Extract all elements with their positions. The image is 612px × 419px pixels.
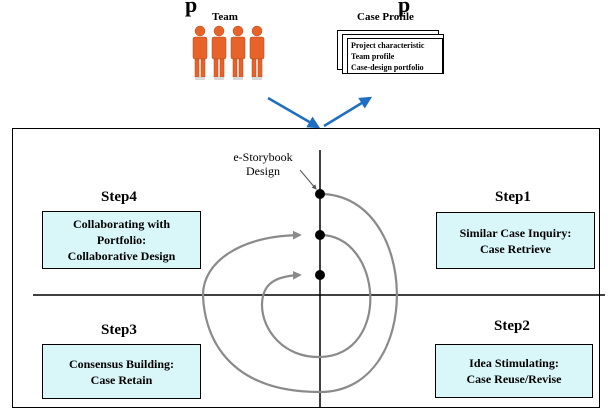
document-front-sheet: Project characteristic Team profile Case… bbox=[347, 38, 443, 74]
step3-label: Step3 bbox=[101, 322, 137, 338]
step1-box: Similar Case Inquiry: Case Retrieve bbox=[436, 212, 595, 269]
step2-text-line: Idea Stimulating: bbox=[469, 356, 559, 370]
case-profile-item: Project characteristic bbox=[351, 41, 425, 50]
annotation-line: e-Storybook bbox=[233, 150, 293, 164]
step2-label: Step2 bbox=[494, 318, 530, 334]
cycle-frame bbox=[12, 128, 600, 408]
step3-box: Consensus Building: Case Retain bbox=[42, 344, 201, 399]
partial-title-left: p bbox=[185, 0, 198, 17]
case-profile-item: Case-design portfolio bbox=[351, 63, 424, 72]
step3-text-line: Consensus Building: bbox=[68, 356, 175, 371]
step1-text-line: Case Retrieve bbox=[480, 241, 551, 256]
spiral-outer-loop bbox=[201, 192, 398, 394]
step3-text-line: Case Retain bbox=[90, 372, 153, 387]
arrow-out-of-cycle bbox=[323, 96, 373, 128]
step4-text-line: Portfolio: bbox=[96, 233, 147, 247]
case-profile-item: Team profile bbox=[351, 52, 395, 61]
step2-text-line: Case Reuse/Revise bbox=[466, 372, 562, 386]
node-middle bbox=[315, 230, 325, 240]
team-figures-icon bbox=[190, 25, 268, 81]
step4-text-line: Collaborating with bbox=[72, 217, 170, 231]
e-storybook-annotation: e-Storybook Design bbox=[220, 150, 306, 178]
step4-label: Step4 bbox=[101, 189, 137, 205]
arrow-into-cycle bbox=[267, 96, 321, 129]
partial-title-right: p bbox=[398, 0, 411, 17]
team-label: Team bbox=[212, 11, 238, 23]
step4-box: Collaborating with Portfolio: Collaborat… bbox=[42, 211, 201, 269]
step4-text-line: Collaborative Design bbox=[67, 249, 176, 263]
case-profile-documents: Project characteristic Team profile Case… bbox=[337, 30, 455, 80]
step1-text-line: Similar Case Inquiry: bbox=[459, 225, 572, 240]
node-design bbox=[315, 189, 325, 199]
step2-box: Idea Stimulating: Case Reuse/Revise bbox=[435, 344, 593, 398]
step1-label: Step1 bbox=[495, 189, 531, 205]
annotation-line: Design bbox=[246, 164, 280, 178]
spiral-middle-loop bbox=[260, 233, 372, 359]
node-inner bbox=[315, 270, 325, 280]
case-profile-label: Case Profile bbox=[357, 11, 414, 23]
annotation-leader bbox=[299, 169, 317, 190]
